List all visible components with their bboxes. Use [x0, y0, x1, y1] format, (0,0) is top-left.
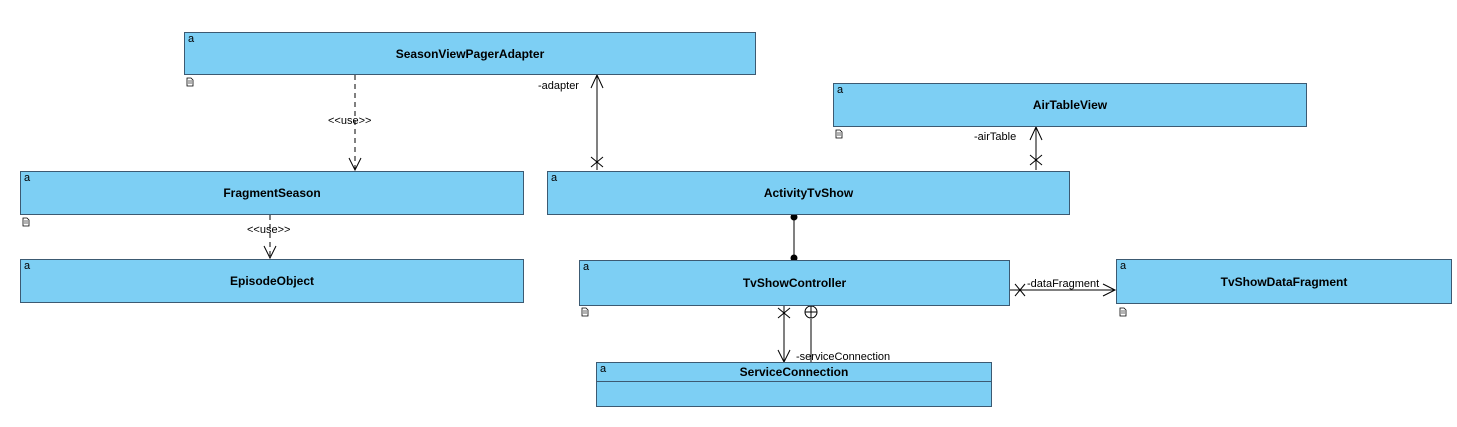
document-icon: [835, 129, 843, 139]
class-stereotype: a: [551, 172, 558, 184]
class-name: AirTableView: [1032, 98, 1108, 112]
document-icon: [22, 217, 30, 227]
airtable-x-mark-b: [1029, 154, 1043, 166]
datafragment-label: -dataFragment: [1027, 278, 1099, 290]
class-episode-object[interactable]: a EpisodeObject: [20, 259, 524, 303]
use-label-2: <<use>>: [247, 224, 290, 236]
class-tv-show-controller[interactable]: a TvShowController: [579, 260, 1010, 306]
class-stereotype: a: [600, 363, 607, 375]
serviceconnection-label: -serviceConnection: [796, 351, 890, 363]
serviceconnection-x-mark-b: [777, 307, 791, 319]
controller-link-dot-bottom: [790, 254, 798, 262]
class-compartment-divider: [597, 381, 991, 382]
class-name: EpisodeObject: [229, 274, 315, 288]
class-stereotype: a: [583, 261, 590, 273]
class-stereotype: a: [24, 260, 31, 272]
class-stereotype: a: [24, 172, 31, 184]
document-icon: [581, 307, 589, 317]
adapter-arrowhead: [590, 73, 604, 89]
adapter-x-mark-b: [590, 156, 604, 168]
class-name: TvShowDataFragment: [1220, 274, 1348, 289]
class-name: ServiceConnection: [739, 365, 849, 379]
use-arrowhead-1: [348, 157, 362, 172]
datafragment-x-mark-b: [1014, 283, 1026, 297]
class-stereotype: a: [188, 33, 195, 45]
controller-link-dot-top: [790, 213, 798, 221]
use-arrowhead-2: [263, 245, 277, 260]
class-activity-tv-show[interactable]: a ActivityTvShow: [547, 171, 1070, 215]
adapter-label: -adapter: [538, 80, 579, 92]
class-name: ActivityTvShow: [763, 186, 854, 200]
class-tv-show-data-fragment[interactable]: a TvShowDataFragment: [1116, 259, 1452, 304]
airtable-arrowhead: [1029, 125, 1043, 141]
class-name: SeasonViewPagerAdapter: [395, 46, 545, 61]
class-name: FragmentSeason: [223, 186, 321, 200]
document-icon: [186, 77, 194, 87]
class-stereotype: a: [1120, 260, 1127, 272]
class-stereotype: a: [837, 84, 844, 96]
class-air-table-view[interactable]: a AirTableView: [833, 83, 1307, 127]
class-fragment-season[interactable]: a FragmentSeason: [20, 171, 524, 215]
class-service-connection[interactable]: a ServiceConnection: [596, 362, 992, 407]
class-season-view-pager-adapter[interactable]: a SeasonViewPagerAdapter: [184, 32, 756, 75]
use-label-1: <<use>>: [328, 115, 371, 127]
document-icon: [1119, 307, 1127, 317]
datafragment-arrowhead: [1102, 283, 1117, 297]
airtable-label: -airTable: [974, 131, 1016, 143]
class-name: TvShowController: [742, 276, 847, 290]
